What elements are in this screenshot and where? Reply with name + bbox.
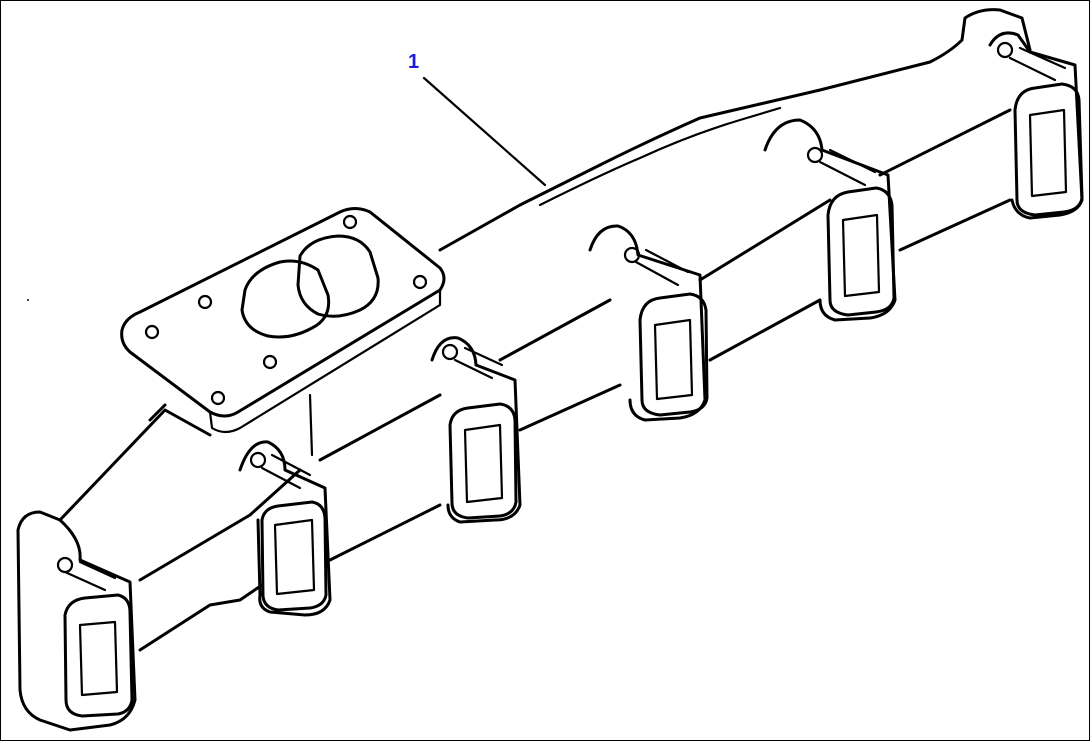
exhaust-port-2 (260, 500, 328, 612)
manifold-front-edge (138, 108, 1012, 582)
exhaust-port-2-inner (273, 518, 316, 596)
flange-bolt-hole (342, 214, 358, 230)
port-boss-line (260, 453, 312, 490)
turbo-flange-outline (120, 207, 446, 418)
flange-bolt-hole (412, 274, 428, 290)
callout-leader-line (422, 76, 547, 187)
turbo-flange-thickness (208, 288, 442, 434)
exhaust-port-3-inner (463, 423, 504, 504)
manifold-top-edge-inner (538, 106, 782, 207)
flange-bolt-hole (144, 324, 160, 340)
stray-dot (27, 299, 29, 301)
port-bolt-hole (806, 146, 824, 164)
flange-neck-line (308, 393, 314, 457)
exhaust-port-6-boss (988, 31, 1084, 220)
exhaust-port-6 (1013, 82, 1084, 217)
exhaust-port-1 (63, 593, 134, 718)
turbo-port-right (296, 234, 380, 318)
port-boss-line (453, 346, 504, 380)
exhaust-port-5-inner (841, 213, 881, 298)
exhaust-port-6-inner (1028, 108, 1068, 198)
exhaust-port-5 (826, 186, 896, 317)
port-boss-line (634, 248, 690, 287)
flange-bolt-hole (197, 294, 213, 310)
port-bolt-hole (249, 451, 267, 469)
exhaust-port-4-boss (588, 224, 707, 422)
turbo-port-left (240, 259, 331, 339)
port-bolt-hole (996, 41, 1014, 59)
port-boss-line (818, 148, 877, 187)
exhaust-port-4 (638, 292, 709, 417)
port-bolt-hole (441, 343, 459, 361)
port-boss-line (63, 560, 117, 592)
exhaust-port-3-boss (430, 336, 522, 524)
end-boss-left (16, 510, 137, 732)
manifold-left-edge (58, 403, 212, 522)
port-boss-line (1008, 46, 1067, 82)
part-number-callout: 1 (408, 51, 420, 73)
manifold-top-edge (438, 8, 1032, 252)
flange-bolt-hole (262, 354, 278, 370)
exhaust-port-1-inner (78, 620, 119, 697)
flange-bolt-hole (210, 390, 226, 406)
exhaust-port-4-inner (653, 318, 694, 401)
exhaust-port-3 (448, 402, 518, 520)
exhaust-port-2-boss (238, 440, 332, 617)
manifold-bottom-edge (138, 198, 1012, 652)
port-bolt-hole (56, 556, 74, 574)
port-bolt-hole (623, 246, 641, 264)
